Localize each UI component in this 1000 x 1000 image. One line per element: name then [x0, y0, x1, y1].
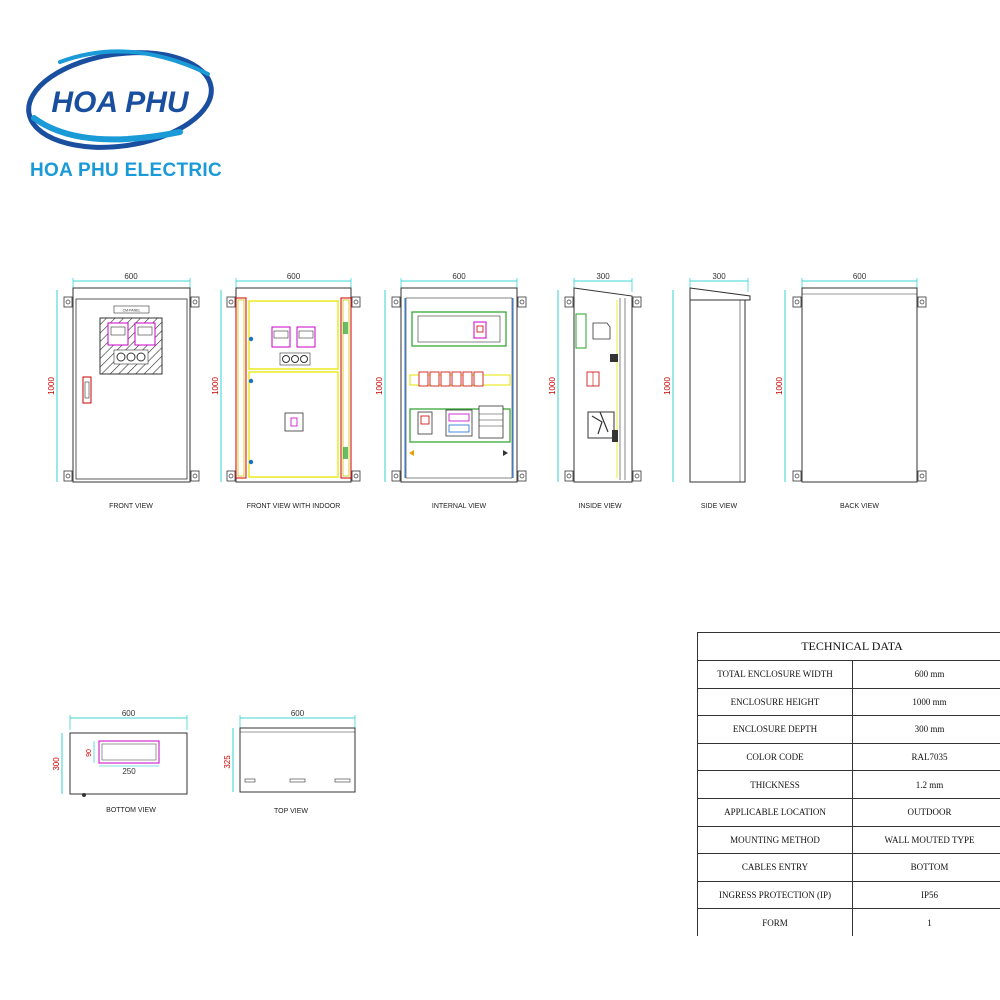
width-label: 600	[853, 272, 867, 281]
view-caption: FRONT VIEW	[109, 503, 153, 510]
view-caption: BACK VIEW	[840, 503, 879, 510]
mcb	[418, 371, 429, 387]
height-label: 1000	[375, 377, 384, 395]
bottom-view: 600 300 90 250 BOTTOM VIEW	[52, 709, 188, 814]
main-breaker	[284, 412, 304, 432]
svg-text:CM-PANEL: CM-PANEL	[123, 309, 141, 313]
width-label: 300	[596, 272, 610, 281]
cable-trunking-bottom	[409, 408, 511, 443]
height-label: 1000	[548, 377, 557, 395]
door-handle	[82, 376, 92, 404]
meter-left	[107, 322, 129, 346]
power-supply	[478, 405, 504, 439]
front-view: 600 1000 CM-PANEL FRONT VIEW	[47, 272, 200, 510]
internal-view: 600 1000 INTERNAL VIEW	[375, 272, 527, 510]
brand-logo: HOA PHU	[20, 40, 220, 190]
brand-name: HOA PHU	[51, 86, 190, 119]
mounting-bracket-icon	[63, 296, 73, 308]
height-label: 1000	[211, 377, 220, 395]
brand-swoosh-icon: HOA PHU	[26, 49, 214, 150]
height-label: 1000	[47, 377, 56, 395]
top-view: 600 325 TOP VIEW	[223, 709, 356, 815]
height-label: 1000	[663, 377, 672, 395]
side-view: 300 1000 SIDE VIEW	[663, 272, 751, 510]
indoor-panel-top	[248, 300, 339, 370]
meter-right	[134, 322, 156, 346]
front-indoor-view: 600 1000 FRONT VIEW WITH INDOOR	[211, 272, 361, 510]
front-door	[75, 298, 188, 480]
view-caption: BOTTOM VIEW	[106, 807, 156, 814]
width-label: 600	[287, 272, 301, 281]
width-label: 600	[122, 709, 136, 718]
gland-plate	[98, 740, 160, 764]
technical-data-title: TECHNICAL DATA	[697, 632, 1000, 661]
brand-subtitle: HOA PHU ELECTRIC	[30, 160, 222, 181]
indoor-panel-bottom	[248, 371, 339, 478]
view-caption: FRONT VIEW WITH INDOOR	[247, 503, 341, 510]
view-caption: INSIDE VIEW	[578, 503, 622, 510]
back-view: 600 1000 BACK VIEW	[775, 272, 927, 510]
table-row: INGRESS PROTECTION (IP)IP56	[697, 880, 1000, 910]
nameplate	[113, 305, 150, 314]
inside-view: 300 1000 INSIDE VIEW	[548, 272, 642, 510]
cable-trunking-top	[411, 311, 507, 347]
width-label: 600	[452, 272, 466, 281]
depth-label: 300	[52, 757, 61, 771]
view-caption: TOP VIEW	[274, 808, 308, 815]
view-caption: SIDE VIEW	[701, 503, 738, 510]
width-label: 600	[291, 709, 305, 718]
gland-width-label: 250	[122, 767, 136, 776]
gland-height-label: 90	[86, 749, 93, 757]
mounting-plate	[405, 297, 513, 479]
view-caption: INTERNAL VIEW	[432, 503, 487, 510]
height-label: 1000	[775, 377, 784, 395]
depth-label: 325	[223, 755, 232, 769]
width-label: 300	[712, 272, 726, 281]
width-label: 600	[124, 272, 138, 281]
